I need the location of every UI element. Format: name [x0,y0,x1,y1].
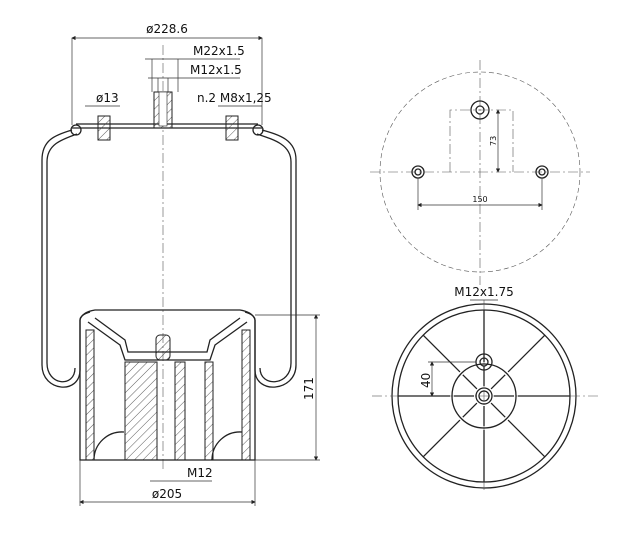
top-offset-label: 73 [489,136,498,146]
rib [422,419,461,458]
rib [462,402,478,418]
rib [507,419,546,458]
bolt-hole-label: ø13 [96,91,119,105]
bottom-view: M12x1.75 40 [372,285,600,490]
height-label: 171 [302,377,316,400]
outer-diameter-label: ø228.6 [146,22,188,36]
side-view: ø228.6 M22x1.5 M12x1.5 ø13 n.2 M8x1,25 1… [41,22,320,506]
top-view: 73 150 [370,60,590,285]
rib [490,402,506,418]
rib [507,334,546,373]
stud-thread-outer-label: M22x1.5 [193,44,245,58]
bottom-offset-label: 40 [419,373,433,388]
bottom-thread-label: M12 [187,466,213,480]
piston [79,309,256,461]
bolt-spacing-label: 150 [472,195,487,204]
rib [490,374,506,390]
bolt-right [225,115,239,141]
stud-thread-inner-label: M12x1.5 [190,63,242,77]
bolt-left [97,115,111,141]
rib [422,334,461,373]
rib [462,374,478,390]
piston-diameter-label: ø205 [152,487,182,501]
bolt-thread-label: n.2 M8x1,25 [197,91,272,105]
bottom-thread-label: M12x1.75 [454,285,513,299]
